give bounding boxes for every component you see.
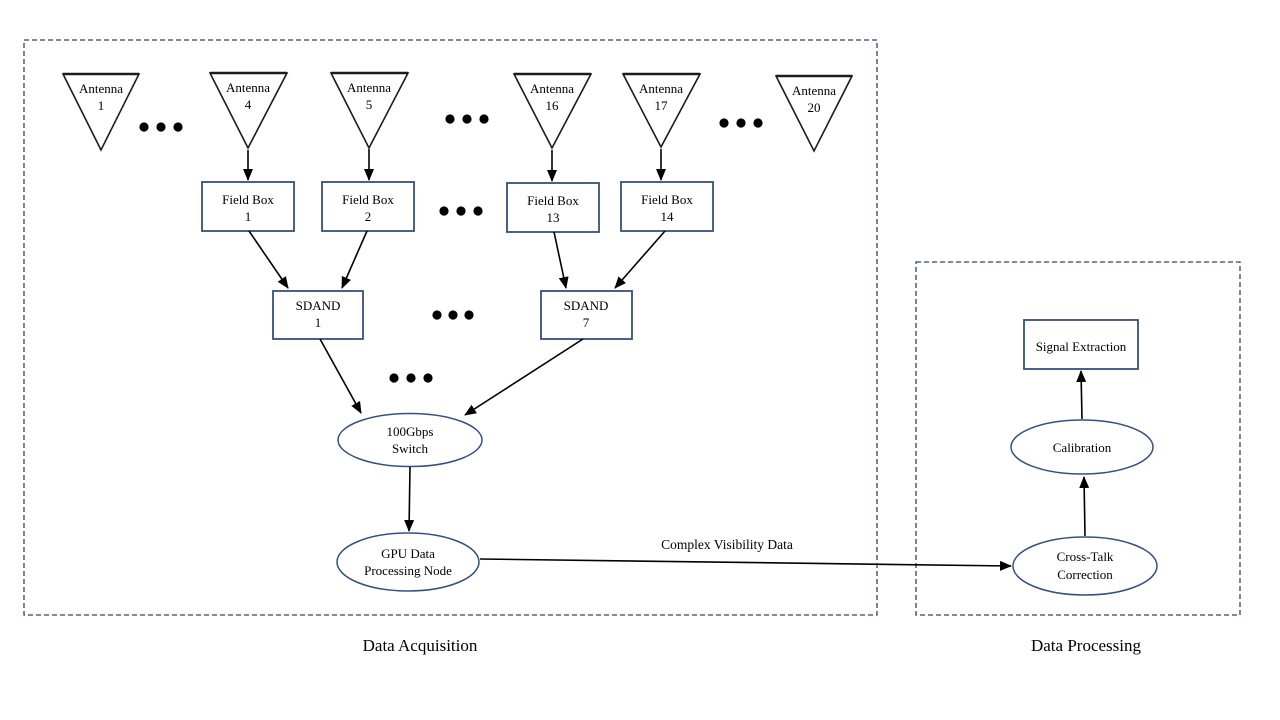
data-processing-caption: Data Processing bbox=[1031, 636, 1142, 655]
switch-shape bbox=[337, 412, 483, 468]
edge-fieldbox14-sdand7 bbox=[614, 230, 666, 289]
edge-gpu-crosstalk bbox=[479, 558, 1012, 571]
fieldbox-2-label-line1: Field Box bbox=[342, 192, 394, 207]
antenna-17-label-line2: 17 bbox=[655, 98, 669, 113]
sdand-1-label-line1: SDAND bbox=[296, 298, 341, 313]
fieldbox-14-label-line2: 14 bbox=[661, 209, 675, 224]
switch-label-line2: Switch bbox=[392, 441, 429, 456]
edge-switch-gpu bbox=[404, 466, 415, 532]
fieldbox-1-shape bbox=[201, 181, 295, 232]
gpu-label-line1: GPU Data bbox=[381, 546, 435, 561]
crosstalk-shape bbox=[1012, 536, 1158, 596]
signal-extraction-label: Signal Extraction bbox=[1036, 339, 1127, 354]
edge-fieldbox1-sdand1 bbox=[248, 230, 289, 289]
ellipsis-dots-antennas-17-20 bbox=[719, 118, 763, 128]
edge-sdand1-switch bbox=[319, 338, 362, 414]
sdand-7-shape bbox=[540, 290, 633, 340]
calibration-shape bbox=[1010, 419, 1154, 475]
antenna-1-label-line1: Antenna bbox=[79, 81, 123, 96]
antenna-20-label-line1: Antenna bbox=[792, 83, 836, 98]
calibration-label: Calibration bbox=[1053, 440, 1112, 455]
antenna-5-label-line1: Antenna bbox=[347, 80, 391, 95]
ellipsis-dots-fieldboxes bbox=[439, 206, 483, 216]
ellipsis-dots-sdands bbox=[432, 310, 474, 320]
sdand-7-label-line2: 7 bbox=[583, 315, 590, 330]
data-acquisition-caption: Data Acquisition bbox=[363, 636, 478, 655]
crosstalk-label-line2: Correction bbox=[1057, 567, 1113, 582]
crosstalk-label-line1: Cross-Talk bbox=[1057, 549, 1114, 564]
fieldbox-1-label-line1: Field Box bbox=[222, 192, 274, 207]
antenna-20-label-line2: 20 bbox=[808, 100, 821, 115]
signal-extraction-shape bbox=[1023, 319, 1139, 370]
fieldbox-14-label-line1: Field Box bbox=[641, 192, 693, 207]
edge-fieldbox13-sdand7 bbox=[553, 231, 569, 289]
antenna-4-label-line2: 4 bbox=[245, 97, 252, 112]
fieldbox-13-label-line2: 13 bbox=[547, 210, 560, 225]
ellipsis-dots-sdand-links bbox=[389, 373, 433, 383]
edge-crosstalk-calibration bbox=[1079, 476, 1090, 537]
sdand-1-shape bbox=[272, 290, 364, 340]
antenna-5-label-line2: 5 bbox=[366, 97, 373, 112]
fieldbox-13-shape bbox=[506, 182, 600, 233]
gpu-label-line2: Processing Node bbox=[364, 563, 452, 578]
antenna-16-label-line2: 16 bbox=[546, 98, 560, 113]
antenna-4-label-line1: Antenna bbox=[226, 80, 270, 95]
edge-calibration-signal bbox=[1076, 370, 1087, 420]
edge-fieldbox2-sdand1 bbox=[341, 230, 368, 289]
fieldbox-1-label-line2: 1 bbox=[245, 209, 252, 224]
fieldbox-2-label-line2: 2 bbox=[365, 209, 372, 224]
fieldbox-13-label-line1: Field Box bbox=[527, 193, 579, 208]
data-processing-box bbox=[915, 261, 1241, 616]
edge-sdand7-switch bbox=[464, 338, 584, 416]
antenna-1-label-line2: 1 bbox=[98, 98, 105, 113]
switch-label-line1: 100Gbps bbox=[387, 424, 434, 439]
data-acquisition-box bbox=[23, 39, 878, 616]
fieldbox-2-shape bbox=[321, 181, 415, 232]
sdand-1-label-line2: 1 bbox=[315, 315, 322, 330]
fieldbox-14-shape bbox=[620, 181, 714, 232]
antenna-16-label-line1: Antenna bbox=[530, 81, 574, 96]
antenna-17-label-line1: Antenna bbox=[639, 81, 683, 96]
sdand-7-label-line1: SDAND bbox=[564, 298, 609, 313]
gpu-node-shape bbox=[336, 532, 480, 592]
visibility-data-edge-label: Complex Visibility Data bbox=[661, 537, 793, 552]
ellipsis-dots-antennas-5-16 bbox=[445, 114, 489, 124]
ellipsis-dots-antennas-1-4 bbox=[139, 122, 183, 132]
